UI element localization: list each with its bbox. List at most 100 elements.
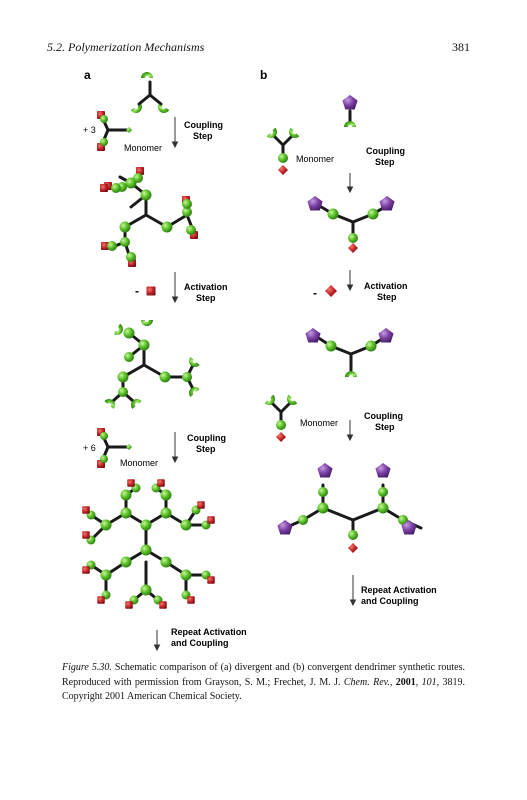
unit-layer: [82, 72, 417, 609]
green-sphere: [160, 556, 172, 568]
green-sphere: [327, 208, 339, 220]
cup-shape: [141, 320, 153, 326]
green-sphere: [325, 340, 337, 352]
red-diamond: [278, 165, 288, 175]
purple-pentagon: [401, 520, 417, 535]
green-diamond: [126, 127, 132, 133]
green-sphere: [100, 519, 112, 531]
green-sphere: [140, 519, 152, 531]
green-sphere: [120, 507, 132, 519]
caption-text-2: ,: [389, 676, 396, 688]
arrow-head: [171, 141, 179, 149]
caption-text-4: , 3819. Copyright 2001 American Chemical…: [62, 676, 466, 703]
green-sphere: [140, 544, 152, 556]
green-sphere: [133, 173, 143, 183]
red-cube: [159, 601, 167, 609]
green-cup: [266, 127, 277, 138]
green-sphere: [120, 489, 132, 501]
red-diamond: [348, 243, 358, 253]
green-sphere: [348, 530, 358, 540]
monomer-label-b2: Monomer: [300, 418, 338, 428]
green-sphere: [160, 489, 172, 501]
green-sphere: [161, 221, 173, 233]
coupling-label-a2-l2: Step: [196, 444, 216, 454]
green-sphere: [276, 420, 286, 430]
removed-symbol-a: -: [135, 284, 139, 298]
green-cup: [189, 387, 200, 397]
green-sphere: [377, 502, 389, 514]
arrow-head: [153, 644, 161, 652]
coupling-label-a1-l2: Step: [193, 131, 213, 141]
caption-volume: 101: [421, 676, 437, 688]
arrow-head: [346, 434, 354, 442]
green-sphere: [124, 352, 134, 362]
green-sphere: [120, 237, 130, 247]
green-cup: [114, 323, 123, 335]
green-sphere: [138, 339, 150, 351]
purple-pentagon: [307, 196, 323, 211]
green-sphere: [107, 241, 117, 251]
red-diamond: [348, 543, 358, 553]
monomer-label-b1: Monomer: [296, 154, 334, 164]
cup-shape: [141, 72, 153, 78]
green-cup: [289, 127, 300, 138]
caption-journal: Chem. Rev.: [343, 676, 390, 688]
panel-b-letter: b: [260, 68, 267, 82]
purple-pentagon: [375, 463, 391, 478]
coupling-label-b1-l1: Coupling: [366, 146, 405, 156]
green-sphere: [119, 221, 131, 233]
green-sphere: [117, 371, 129, 383]
bond: [270, 401, 283, 414]
red-cube: [125, 601, 133, 609]
green-sphere: [118, 387, 128, 397]
page-number: 381: [452, 40, 470, 54]
cup-shape: [130, 104, 142, 113]
green-cup: [141, 320, 153, 326]
green-sphere: [348, 233, 358, 243]
bond: [137, 93, 152, 106]
green-sphere: [317, 502, 329, 514]
red-cube: [82, 531, 90, 539]
purple-pentagon: [305, 328, 321, 343]
red-diamond: [325, 285, 337, 297]
cup-shape: [289, 127, 300, 138]
coupling-label-b2-l2: Step: [375, 422, 395, 432]
green-sphere: [100, 455, 108, 463]
green-sphere: [126, 252, 136, 262]
cup-shape: [158, 104, 170, 113]
monomer-label-a1: Monomer: [124, 143, 162, 153]
activation-label-b-l1: Activation: [364, 281, 408, 291]
green-sphere: [367, 208, 379, 220]
green-sphere: [378, 487, 388, 497]
cup-shape: [189, 387, 200, 397]
red-cube: [97, 596, 105, 604]
red-cube: [101, 242, 109, 250]
green-cup: [158, 104, 170, 113]
red-cube: [82, 566, 90, 574]
monomer-label-a2: Monomer: [120, 458, 158, 468]
repeat-label-a-l1: Repeat Activation: [171, 627, 247, 637]
green-sphere: [140, 189, 152, 201]
red-cube: [146, 286, 156, 296]
running-header: 5.2. Polymerization Mechanisms: [47, 40, 205, 54]
red-cube: [100, 184, 108, 192]
caption-label: Figure 5.30.: [62, 662, 112, 673]
green-sphere: [182, 372, 192, 382]
arrow-head: [171, 296, 179, 304]
repeat-label-b-l1: Repeat Activation: [361, 585, 437, 595]
coupling-label-a1-l1: Coupling: [184, 120, 223, 130]
green-sphere: [182, 199, 192, 209]
green-cup: [131, 399, 142, 409]
green-sphere: [186, 225, 196, 235]
caption-text-3: ,: [415, 676, 422, 688]
arrow-head: [171, 456, 179, 464]
green-sphere: [180, 569, 192, 581]
figure-caption: Figure 5.30. Schematic comparison of (a)…: [62, 661, 465, 705]
coupling-label-b1-l2: Step: [375, 157, 395, 167]
bond: [272, 134, 285, 147]
green-sphere: [120, 556, 132, 568]
cup-shape: [344, 121, 356, 127]
arrow-layer: [153, 117, 357, 652]
cup-shape: [287, 394, 298, 405]
green-cup: [344, 121, 356, 127]
